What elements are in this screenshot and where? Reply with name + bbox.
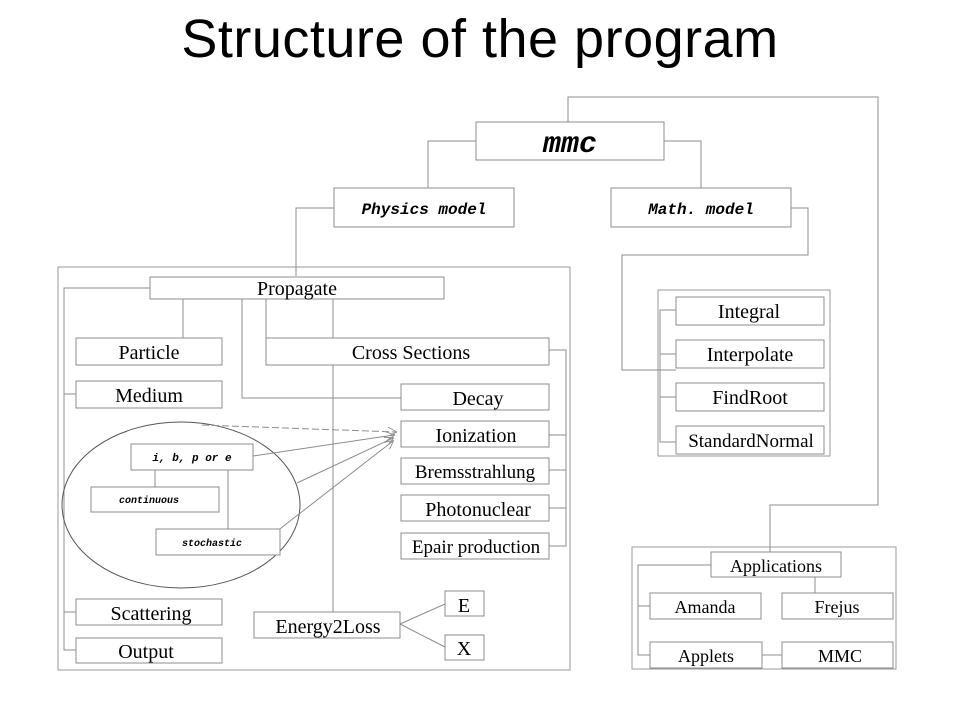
loss-type-ellipse: [61, 421, 301, 589]
process-ionization-node: Ionization: [400, 420, 550, 448]
math-interpolate-node: Interpolate: [675, 339, 825, 369]
energy2loss-label: Energy2Loss: [275, 616, 380, 638]
stochastic-label: stochastic: [182, 538, 242, 550]
loss-type-ibpe-node: i, b, p or e: [130, 443, 254, 471]
x-label: X: [457, 638, 472, 660]
e-label: E: [458, 595, 470, 617]
math-findroot-node: FindRoot: [675, 382, 825, 412]
applications-header-node: Applications: [710, 551, 842, 578]
math-item-label: StandardNormal: [688, 431, 814, 452]
medium-label: Medium: [115, 385, 183, 407]
output-node: Output: [75, 637, 223, 664]
math-model-node: Math. model: [610, 187, 792, 228]
process-photonuclear-node: Photonuclear: [400, 494, 550, 522]
connector-lines: [63, 96, 879, 656]
app-label: Frejus: [815, 597, 860, 617]
process-label: Bremsstrahlung: [415, 462, 536, 483]
scattering-label: Scattering: [110, 603, 191, 625]
scattering-node: Scattering: [75, 598, 223, 626]
math-integral-node: Integral: [675, 296, 825, 326]
math-model-label: Math. model: [647, 201, 754, 219]
e-node: E: [444, 590, 485, 617]
app-frejus-node: Frejus: [781, 592, 894, 620]
app-label: MMC: [818, 646, 862, 666]
math-model-frame: [657, 289, 831, 457]
applications-label: Applications: [730, 556, 822, 576]
process-bremsstrahlung-node: Bremsstrahlung: [400, 457, 550, 485]
particle-node: Particle: [75, 337, 223, 366]
particle-label: Particle: [118, 342, 179, 364]
app-label: Applets: [678, 646, 734, 666]
output-label: Output: [118, 641, 174, 663]
process-label: Epair production: [412, 537, 541, 558]
physics-model-node: Physics model: [333, 187, 515, 228]
loss-arrows: [201, 424, 396, 536]
math-item-label: Interpolate: [707, 344, 794, 366]
applications-frame: [631, 546, 897, 670]
loss-type-continuous-node: continuous: [90, 486, 220, 513]
physics-model-frame: [57, 266, 571, 671]
physics-model-label: Physics model: [362, 201, 487, 219]
cross-sections-label: Cross Sections: [352, 342, 471, 364]
ibpe-label: i, b, p or e: [152, 453, 232, 465]
app-applets-node: Applets: [649, 641, 763, 669]
continuous-label: continuous: [119, 495, 179, 507]
process-label: Ionization: [435, 425, 516, 447]
process-epair-node: Epair production: [400, 532, 550, 560]
app-mmc-node: MMC: [781, 641, 894, 669]
math-item-label: Integral: [718, 301, 781, 323]
root-node-mmc: mmc: [475, 121, 665, 162]
propagate-label: Propagate: [257, 278, 337, 300]
process-label: Photonuclear: [425, 499, 531, 521]
energy2loss-node: Energy2Loss: [253, 611, 401, 639]
app-label: Amanda: [675, 597, 736, 617]
app-amanda-node: Amanda: [649, 592, 762, 620]
process-label: Decay: [452, 388, 503, 410]
cross-sections-node: Cross Sections: [265, 337, 550, 366]
process-decay-node: Decay: [400, 383, 550, 411]
root-label: mmc: [542, 128, 597, 162]
page-title: Structure of the program: [181, 9, 779, 69]
math-standardnormal-node: StandardNormal: [675, 425, 825, 455]
x-node: X: [444, 634, 485, 661]
propagate-node: Propagate: [149, 276, 445, 300]
medium-node: Medium: [75, 380, 223, 409]
math-item-label: FindRoot: [712, 387, 788, 409]
loss-type-stochastic-node: stochastic: [155, 528, 281, 556]
